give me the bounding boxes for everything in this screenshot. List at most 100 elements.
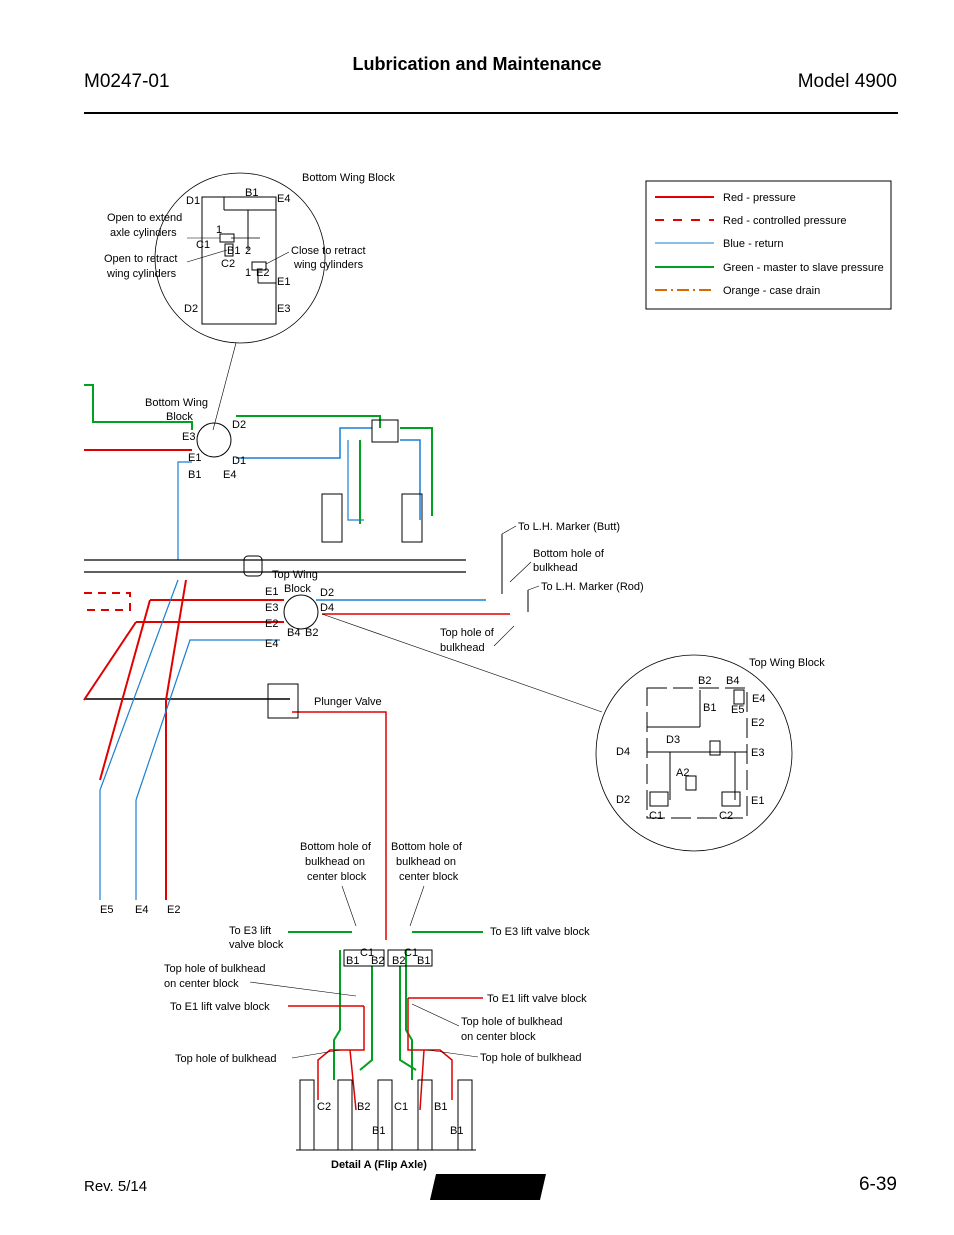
twb-main-title-1: Top Wing xyxy=(272,569,318,581)
hose-lines xyxy=(83,384,603,940)
top-wing-block-symbol xyxy=(283,594,319,630)
twb-main-B2: B2 xyxy=(305,627,318,639)
bottom-end-E4: E4 xyxy=(135,904,148,916)
legend: Red - pressure Red - controlled pressure… xyxy=(645,180,892,310)
top-wing-block-detail: Top Wing Block B2 B4 E4 B1 E5 E2 D3 D4 E… xyxy=(595,654,825,852)
open-retract-2: wing cylinders xyxy=(106,268,177,280)
bwb-port-E3: E3 xyxy=(277,303,290,315)
bh-center-left-3: center block xyxy=(307,871,367,883)
bottom-end-E2: E2 xyxy=(167,904,180,916)
bottom-wing-block-detail: Bottom Wing Block D1 B1 E4 1 C1 B1 2 C2 … xyxy=(104,172,395,431)
th-center-left-1: Top hole of bulkhead xyxy=(164,963,266,975)
flip-B2: B2 xyxy=(357,1101,370,1113)
center-B1R: B1 xyxy=(417,955,430,967)
bh-center-left-2: bulkhead on xyxy=(305,856,365,868)
legend-label-1: Red - controlled pressure xyxy=(723,215,847,227)
twb-detail-E2: E2 xyxy=(751,717,764,729)
legend-label-2: Blue - return xyxy=(723,238,784,250)
top-hole-bh-2: bulkhead xyxy=(440,642,485,654)
main-labels: Bottom Wing Block E3 D2 E1 D1 B1 E4 Top … xyxy=(100,397,644,916)
page-number: 6-39 xyxy=(858,1174,897,1195)
twb-main-D4: D4 xyxy=(320,602,334,614)
twb-detail-title: Top Wing Block xyxy=(749,657,825,669)
center-B2R: B2 xyxy=(392,955,405,967)
e3-lift-left-1: To E3 lift xyxy=(229,925,271,937)
page-title: Lubrication and Maintenance xyxy=(352,54,602,74)
twb-detail-D4: D4 xyxy=(616,746,630,758)
twb-detail-D2: D2 xyxy=(616,794,630,806)
twb-detail-D3: D3 xyxy=(666,734,680,746)
legend-label-4: Orange - case drain xyxy=(723,285,820,297)
close-retract-1: Close to retract xyxy=(291,245,366,257)
flip-axle-labels: Bottom hole of bulkhead on center block … xyxy=(164,841,590,1171)
center-B1L: B1 xyxy=(346,955,359,967)
flip-C1: C1 xyxy=(394,1101,408,1113)
legend-label-3: Green - master to slave pressure xyxy=(723,262,884,274)
bwb-main-E3: E3 xyxy=(182,431,195,443)
bh-center-left-1: Bottom hole of xyxy=(300,841,372,853)
open-retract-1: Open to retract xyxy=(104,253,177,265)
close-retract-2: wing cylinders xyxy=(293,259,364,271)
twb-detail-C2: C2 xyxy=(719,810,733,822)
bwb-main-title-2: Block xyxy=(166,411,193,423)
bwb-detail-title: Bottom Wing Block xyxy=(302,172,395,184)
open-extend-2: axle cylinders xyxy=(110,227,177,239)
bwb-main-B1: B1 xyxy=(188,469,201,481)
bwb-port-D2: D2 xyxy=(184,303,198,315)
bwb-port-C2: C2 xyxy=(221,258,235,270)
bwb-port-n1b: 1 xyxy=(245,267,251,279)
bwb-port-E4: E4 xyxy=(277,193,290,205)
bottom-hole-2: bulkhead xyxy=(533,562,578,574)
plunger-valve-label: Plunger Valve xyxy=(314,696,382,708)
center-block-left xyxy=(343,949,385,967)
th-center-right-2: on center block xyxy=(461,1031,536,1043)
twb-detail-B2: B2 xyxy=(698,675,711,687)
twb-detail-E5: E5 xyxy=(731,704,744,716)
bwb-port-B1b: B1 xyxy=(227,245,240,257)
twb-detail-B4: B4 xyxy=(726,675,739,687)
lh-marker-butt: To L.H. Marker (Butt) xyxy=(518,521,620,533)
twb-detail-E4: E4 xyxy=(752,693,765,705)
twb-main-title-2: Block xyxy=(284,583,311,595)
twb-detail-C1: C1 xyxy=(649,810,663,822)
bottom-wing-block-symbol xyxy=(196,422,232,458)
revision: Rev. 5/14 xyxy=(84,1178,148,1195)
bwb-port-n2a: 2 xyxy=(245,245,251,257)
bh-center-right-1: Bottom hole of xyxy=(391,841,463,853)
bh-center-right-3: center block xyxy=(399,871,459,883)
center-C1L: C1 xyxy=(360,947,374,959)
bottom-end-E5: E5 xyxy=(100,904,113,916)
kinze-logo: KINZE xyxy=(430,1174,546,1200)
center-B2L: B2 xyxy=(371,955,384,967)
bwb-main-D2: D2 xyxy=(232,419,246,431)
center-C1R: C1 xyxy=(404,947,418,959)
twb-main-B4: B4 xyxy=(287,627,300,639)
twb-main-D2: D2 xyxy=(320,587,334,599)
model-name: Model 4900 xyxy=(797,71,897,92)
top-hole-bh-1: Top hole of xyxy=(440,627,495,639)
lh-marker-rod: To L.H. Marker (Rod) xyxy=(541,581,644,593)
center-block-right xyxy=(387,949,433,967)
e3-lift-left-2: valve block xyxy=(229,939,284,951)
th-center-right-1: Top hole of bulkhead xyxy=(461,1016,563,1028)
flip-axle-detail xyxy=(288,931,483,1151)
bwb-port-n1a: 1 xyxy=(216,224,222,236)
e1-lift-left: To E1 lift valve block xyxy=(170,1001,270,1013)
plunger-valve-symbol xyxy=(267,683,299,719)
bwb-main-title-1: Bottom Wing xyxy=(145,397,208,409)
flip-C2: C2 xyxy=(317,1101,331,1113)
bwb-port-E2: E2 xyxy=(256,267,269,279)
twb-detail-E3: E3 xyxy=(751,747,764,759)
th-left: Top hole of bulkhead xyxy=(175,1053,277,1065)
bwb-main-E1: E1 xyxy=(188,452,201,464)
th-center-left-2: on center block xyxy=(164,978,239,990)
open-extend-1: Open to extend xyxy=(107,212,182,224)
twb-detail-B1: B1 xyxy=(703,702,716,714)
flip-B1c: B1 xyxy=(450,1125,463,1137)
twb-main-E2: E2 xyxy=(265,618,278,630)
twb-detail-A2: A2 xyxy=(676,767,689,779)
bwb-port-D1: D1 xyxy=(186,195,200,207)
twb-main-E1: E1 xyxy=(265,586,278,598)
doc-id: M0247-01 xyxy=(84,71,170,92)
